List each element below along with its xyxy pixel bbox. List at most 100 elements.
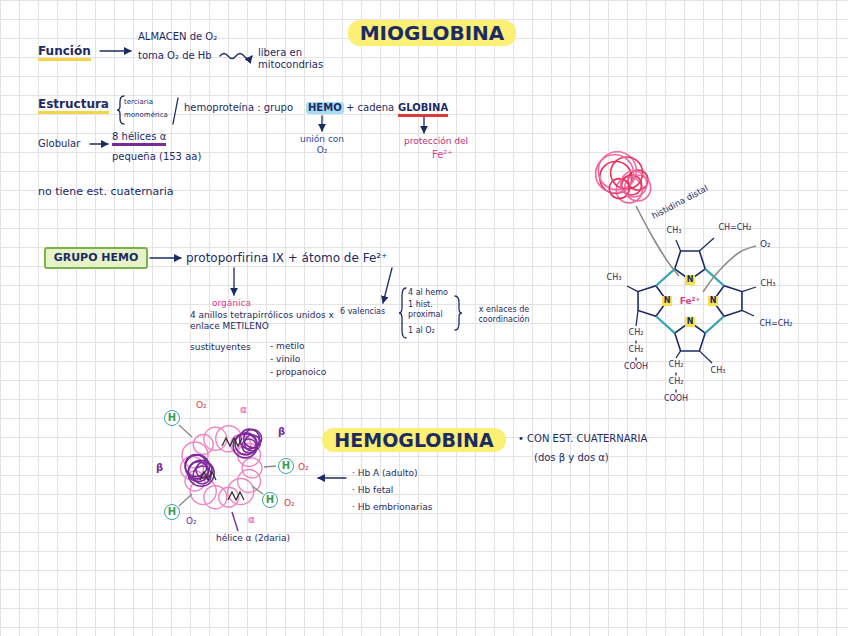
heme-circle: H <box>164 504 180 520</box>
note-text: O₂ <box>284 498 295 509</box>
node-text: GRUPO HEMO <box>54 251 139 264</box>
bond-line <box>675 390 676 393</box>
bond-line <box>675 373 676 376</box>
node-text: N <box>710 296 717 306</box>
histidine-blob <box>609 179 629 199</box>
arrow <box>321 116 322 131</box>
note-text: · Hb fetal <box>352 485 393 496</box>
bond-line <box>676 351 681 358</box>
note-text: 1 al O₂ <box>408 326 435 336</box>
bond-line <box>627 286 638 292</box>
arrow <box>318 477 346 478</box>
arrow <box>383 268 392 303</box>
note-text: x enlaces de coordinación <box>467 305 541 324</box>
note-text: 6 valencias <box>340 307 385 317</box>
beta-chain-loop <box>233 434 257 458</box>
histidine-blob <box>596 155 634 193</box>
note-text: monomérica <box>124 111 168 119</box>
node-text: H <box>282 460 290 472</box>
brace <box>399 288 406 338</box>
note-text: protoporfirina IX + átomo de Fe²⁺ <box>186 251 387 265</box>
bond-line <box>635 358 636 361</box>
note-text: CH₂ <box>669 360 684 370</box>
note-text: CH₃ <box>607 273 622 283</box>
arrow <box>90 143 108 144</box>
note-text: - propanoico <box>270 367 326 378</box>
note-text: unión con O₂ <box>294 134 350 156</box>
node-text: N <box>687 275 694 285</box>
beta-chain-loop <box>188 460 214 486</box>
nitrogen-atom: N <box>662 296 673 306</box>
note-text: 1 hist. proximal <box>408 300 454 319</box>
hemoglobin-drawing <box>179 425 276 531</box>
heme-circle: H <box>262 492 278 508</box>
nitrogen-atom: N <box>685 275 696 285</box>
note-text: CH₃ <box>761 279 776 289</box>
note-text: CH₂ <box>669 377 684 387</box>
note-text: (dos β y dos α) <box>534 452 609 464</box>
note-text: 4 anillos tetrapirrólicos unidos x enlac… <box>190 310 340 332</box>
leader-line <box>179 494 192 506</box>
note-text: COOH <box>624 362 648 372</box>
heme-circle: H <box>164 410 180 426</box>
note-text: GLOBINA <box>398 102 448 117</box>
note-text: + cadena <box>346 102 394 114</box>
note-text: O₂ <box>196 400 207 411</box>
note-text: O₂ <box>298 462 309 473</box>
note-text: • CON EST. CUATERNARIA <box>518 433 647 445</box>
section-heading: HEMOGLOBINA <box>322 428 505 453</box>
nitrogen-atom: N <box>685 317 696 327</box>
note-text: libera en mitocondrias <box>258 47 332 71</box>
note-text: COOH <box>664 394 688 404</box>
helix-squiggle <box>222 438 242 446</box>
node-text: HEMOGLOBINA <box>334 429 493 452</box>
bond-line <box>703 246 756 292</box>
note-text: CH₂ <box>629 345 644 355</box>
note-text: 8 hélices α <box>112 131 166 146</box>
note-text: hélice α (2daria) <box>216 533 290 544</box>
helix-squiggle <box>200 472 216 480</box>
note-text: α <box>240 404 247 416</box>
note-text: β <box>156 462 163 474</box>
note-text: O₂ <box>760 239 771 250</box>
page-title: MIOGLOBINA <box>348 20 517 46</box>
alpha-chain-loop <box>216 426 242 452</box>
note-text: CH=CH₂ <box>759 319 792 329</box>
note-text: pequeña (153 aa) <box>112 151 201 163</box>
section-band: GRUPO HEMO <box>44 247 149 268</box>
node-text: H <box>168 412 176 424</box>
nitrogen-atom: N <box>708 296 719 306</box>
note-text: orgánica <box>212 298 251 309</box>
node-text: N <box>687 317 694 327</box>
leader-line <box>179 425 192 437</box>
bond-line <box>636 310 638 326</box>
arrow <box>150 257 181 258</box>
arrow <box>233 268 234 295</box>
note-text: CH₃ <box>711 366 726 376</box>
note-text: Fe²⁺ <box>432 149 453 161</box>
slash <box>173 98 178 124</box>
node-text: H <box>266 494 274 506</box>
note-text: · Hb embrionarias <box>352 502 432 513</box>
note-text: sustituyentes <box>190 342 251 353</box>
note-text: terciaria <box>124 98 153 106</box>
heme-structure <box>596 152 756 393</box>
bond-line <box>699 351 712 363</box>
arrow <box>100 50 131 51</box>
leader-line <box>252 486 263 494</box>
leader-line <box>264 466 276 467</box>
note-text: CH₃ <box>667 226 682 236</box>
bond-line <box>635 341 636 344</box>
bond-line <box>742 287 756 292</box>
note-text: ALMACEN de O₂ <box>138 31 217 43</box>
note-text: no tiene est. cuaternaria <box>38 185 174 198</box>
note-text: - metilo <box>270 341 304 352</box>
brace <box>117 96 124 124</box>
note-text: - vinilo <box>270 354 300 365</box>
note-text: CH₂ <box>629 328 644 338</box>
leader-line <box>232 512 238 531</box>
methylene-bridge <box>656 269 675 286</box>
note-text: β <box>278 426 285 438</box>
bond-line <box>676 240 681 251</box>
note-text: histidina distal <box>650 183 710 221</box>
